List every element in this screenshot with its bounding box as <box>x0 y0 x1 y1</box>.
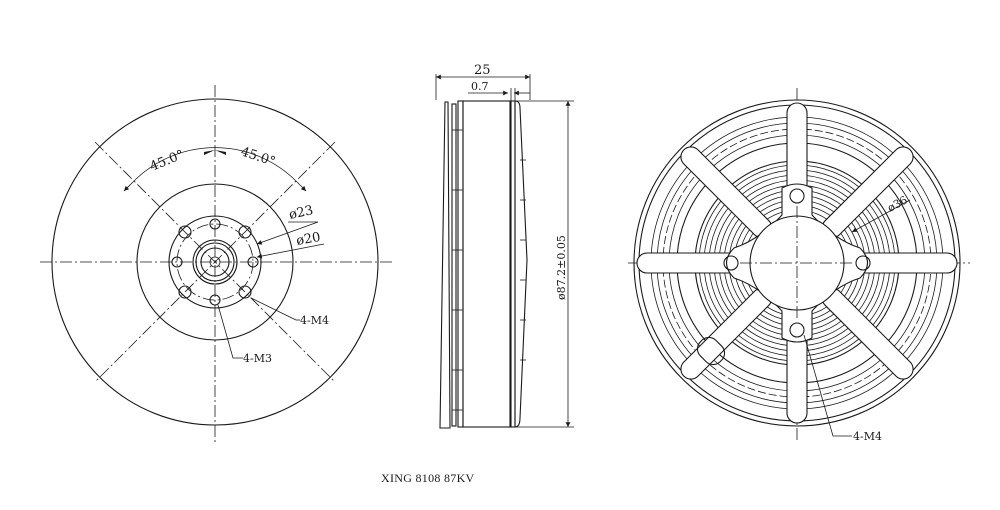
shaft-outer <box>192 239 238 285</box>
m3-callout: 4-M3 <box>243 352 272 365</box>
rear-m4-holes <box>723 188 871 338</box>
diagonal-centerline <box>94 141 336 383</box>
rear-cap <box>514 100 528 428</box>
hub-ring <box>168 215 262 309</box>
flange-left-1 <box>439 101 451 429</box>
width-25-label: 25 <box>474 63 491 78</box>
dia-20-label: ø20 <box>295 230 322 249</box>
boss-circle <box>136 183 294 341</box>
m4-callout: 4-M4 <box>300 314 329 327</box>
rear-m4-callout: 4-M4 <box>853 430 882 443</box>
shaft-center <box>209 256 221 268</box>
front-view: 45.0° 45.0° ø23 ø20 4-M4 4-M3 <box>40 85 392 442</box>
dia-23-label: ø23 <box>288 203 315 223</box>
outer-rim <box>633 99 961 427</box>
vent-slot <box>696 336 726 366</box>
diameter-label: ø87.2±0.05 <box>555 235 568 300</box>
angle-left-label: 45.0° <box>148 148 186 175</box>
gap-07-label: 0.7 <box>471 80 489 93</box>
shaft-inner <box>200 247 230 277</box>
flange-left-3 <box>457 100 464 428</box>
flange-left-2 <box>451 103 457 427</box>
side-view: 25 0.7 ø87.2 <box>435 63 574 429</box>
motor-outer-circle <box>51 98 379 426</box>
angle-dimension-arc <box>132 147 298 183</box>
drawing-title: XING 8108 87KV <box>381 471 475 485</box>
spokes <box>636 102 958 424</box>
rear-view: ø36 4-M4 <box>628 88 970 443</box>
shaft-ring <box>195 242 235 282</box>
bolt-circle <box>176 223 254 301</box>
motor-body <box>462 100 511 428</box>
m3-holes <box>171 218 259 306</box>
angle-right-label: 45.0° <box>239 145 277 170</box>
stator-gap <box>510 100 516 428</box>
m4-holes <box>178 225 252 299</box>
